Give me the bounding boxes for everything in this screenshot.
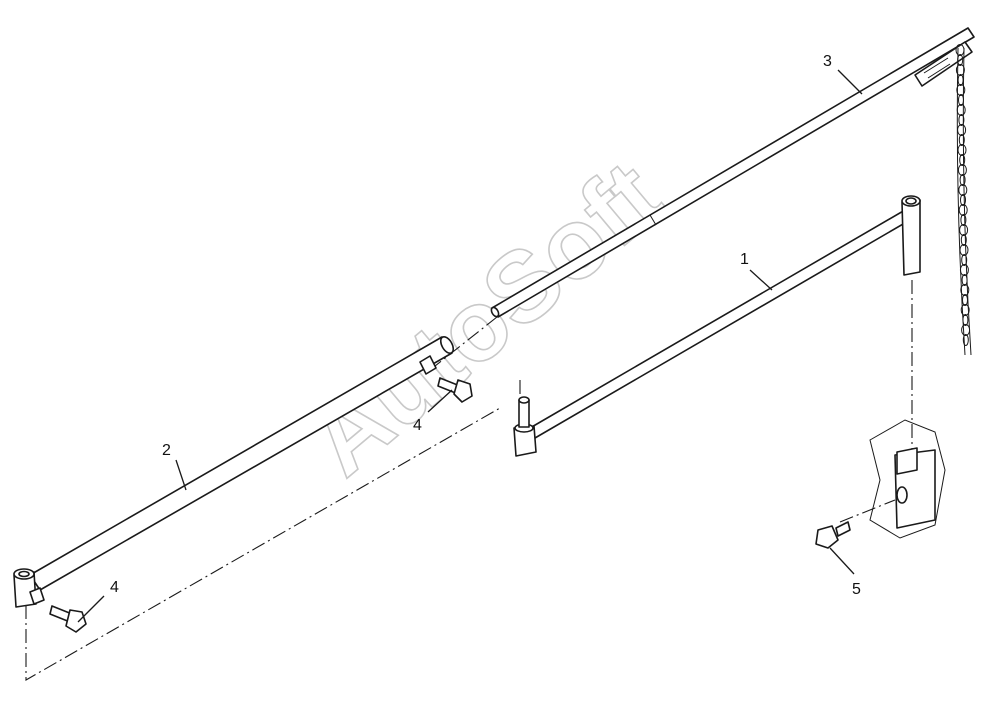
bolt-4-lower [29,587,87,633]
chain-link [957,124,967,136]
part-3-slot [923,57,951,79]
chain-link [960,234,967,246]
bolt-4-upper-head [453,379,473,403]
part-2-bar [13,336,455,608]
leader-3 [837,69,863,95]
assembly-line-middle [429,316,498,371]
chain-link [959,154,966,166]
mount-bracket [869,419,946,539]
leader-1 [749,269,773,291]
chain-link [960,214,967,226]
callout-1: 1 [740,251,749,268]
bolt-4-lower-nut [29,587,45,605]
chain-link [962,334,969,346]
chain-link [961,254,968,266]
callout-4-lower: 4 [110,579,119,596]
chain-link [957,74,964,86]
chain-link [962,294,968,306]
chain-link [959,224,969,236]
chain-link [960,284,970,296]
chain-link [957,164,967,176]
leader-2 [175,459,187,491]
leader-4-upper [427,389,453,413]
watermark: AutoSoft [286,139,683,498]
chain-link [955,64,965,76]
bolt-4-upper [419,355,473,403]
leader-5 [829,547,855,575]
chain-link [957,144,967,156]
mount-bracket-outline [869,419,946,539]
chain-link [958,114,965,126]
chain-link [955,44,965,56]
callouts: 3 1 2 4 4 5 [110,53,861,598]
part-1-bracket [513,195,921,457]
bolt-5-shank [835,521,851,537]
part-1-post [901,199,921,276]
mount-bracket-socket [896,447,918,475]
watermark-text: AutoSoft [287,140,682,497]
part-3-rod [491,27,975,318]
chain-link [959,174,966,186]
chain [955,44,972,356]
bolt-5 [815,521,851,549]
bolt-5-head [815,525,839,549]
leader-lines [77,69,863,623]
callout-3: 3 [823,53,832,70]
leader-4-lower [77,595,105,623]
chain-link [961,274,968,286]
chain-link [958,204,968,216]
chain-link [958,184,968,196]
chain-link [961,324,971,336]
bolt-4-upper-nut [419,355,437,375]
chain-link [956,84,966,96]
callout-4-upper: 4 [413,417,422,434]
callout-5: 5 [852,581,861,598]
callout-2: 2 [162,442,171,459]
assembly-line-bolt-5 [839,499,896,523]
part-1-pin [518,399,530,428]
chain-link [958,134,965,146]
chain-link [957,54,964,66]
chain-link [960,304,970,316]
chain-link [959,244,969,256]
mount-bracket-hole [896,486,908,504]
chain-link [956,104,966,116]
part-3-bar [490,27,975,318]
bolt-4-lower-head [65,609,87,633]
chain-link [959,264,969,276]
chain-link [962,314,969,326]
chain-link [958,94,964,106]
assembly-line-left [25,407,501,681]
assembly-lines [25,280,913,681]
chain-link [960,194,966,206]
